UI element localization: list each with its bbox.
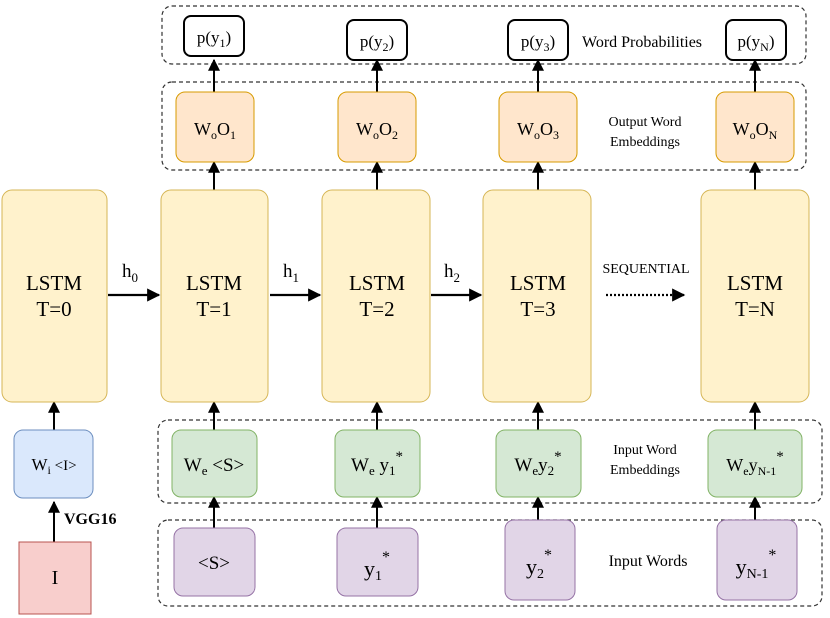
output-embed-2: WoO2 <box>337 91 417 163</box>
input-embed-1: We <S> <box>171 429 258 498</box>
input-word-1: <S> <box>173 527 256 597</box>
svg-text:T=3: T=3 <box>520 297 555 321</box>
svg-text:y1*: y1* <box>364 549 390 584</box>
hidden-label-1: h1 <box>283 261 299 285</box>
input-words-group <box>157 519 823 607</box>
lstm-cell-2: LSTM T=2 <box>321 189 431 403</box>
input-embed-2: We y1* <box>334 429 421 498</box>
output-embed-1: WoO1 <box>175 91 255 163</box>
svg-text:We y1*: We y1* <box>351 449 403 478</box>
svg-text:T=0: T=0 <box>36 297 71 321</box>
input-embeddings-group <box>157 419 823 504</box>
input-word-3: y2* <box>504 519 576 601</box>
svg-text:WoO2: WoO2 <box>356 119 398 142</box>
svg-text:I: I <box>52 567 59 589</box>
svg-text:WeyN-1*: WeyN-1* <box>726 449 784 478</box>
svg-text:yN-1*: yN-1* <box>736 547 777 582</box>
svg-text:LSTM: LSTM <box>510 271 566 295</box>
svg-text:p(y1): p(y1) <box>197 28 231 50</box>
svg-text:T=2: T=2 <box>359 297 394 321</box>
svg-text:LSTM: LSTM <box>186 271 242 295</box>
word-probabilities-label: Word Probabilities <box>582 34 702 51</box>
prob-box-n: p(yN) <box>725 19 787 61</box>
output-embed-n: WoON <box>715 91 795 163</box>
input-word-2: y1* <box>336 527 419 597</box>
svg-text:Wi <I>: Wi <I> <box>31 455 76 477</box>
svg-text:y2*: y2* <box>526 547 552 582</box>
svg-text:Wey2*: Wey2* <box>514 449 561 478</box>
input-embed-3: Wey2* <box>495 429 582 498</box>
prob-box-2: p(y2) <box>346 19 408 61</box>
svg-text:We <S>: We <S> <box>184 455 244 478</box>
image-node: I <box>18 541 92 615</box>
input-word-n: yN-1* <box>716 519 798 601</box>
svg-text:LSTM: LSTM <box>727 271 783 295</box>
sequential-label: SEQUENTIAL <box>602 262 689 277</box>
svg-text:T=1: T=1 <box>196 297 231 321</box>
output-embeddings-label-1: Output Word <box>609 115 682 130</box>
image-embed: Wi <I> <box>13 429 94 499</box>
svg-text:p(yN): p(yN) <box>737 32 774 54</box>
lstm-cell-3: LSTM T=3 <box>482 189 592 403</box>
lstm-cell-0: LSTM T=0 <box>1 189 108 403</box>
svg-text:LSTM: LSTM <box>26 271 82 295</box>
svg-text:<S>: <S> <box>198 553 230 574</box>
svg-text:p(y3): p(y3) <box>521 32 555 54</box>
svg-text:T=N: T=N <box>735 297 775 321</box>
input-embeddings-label-1: Input Word <box>613 443 677 458</box>
output-embed-3: WoO3 <box>498 91 578 163</box>
svg-text:WoO1: WoO1 <box>194 119 236 142</box>
word-probabilities-group <box>161 5 807 65</box>
input-embeddings-label-2: Embeddings <box>610 463 680 478</box>
lstm-cell-1: LSTM T=1 <box>160 189 269 403</box>
input-embed-n: WeyN-1* <box>707 429 803 498</box>
output-embeddings-group <box>161 81 807 171</box>
input-words-label: Input Words <box>609 553 688 570</box>
prob-box-3: p(y3) <box>507 19 569 61</box>
svg-text:WoO3: WoO3 <box>517 119 559 142</box>
svg-text:WoON: WoON <box>733 119 778 142</box>
lstm-cell-n: LSTM T=N <box>700 189 810 403</box>
svg-text:LSTM: LSTM <box>349 271 405 295</box>
hidden-label-2: h2 <box>444 261 460 285</box>
vgg16-label: VGG16 <box>64 511 116 528</box>
svg-text:p(y2): p(y2) <box>360 32 394 54</box>
hidden-label-0: h0 <box>122 261 138 285</box>
output-embeddings-label-2: Embeddings <box>610 135 680 150</box>
prob-box-1: p(y1) <box>183 15 245 57</box>
